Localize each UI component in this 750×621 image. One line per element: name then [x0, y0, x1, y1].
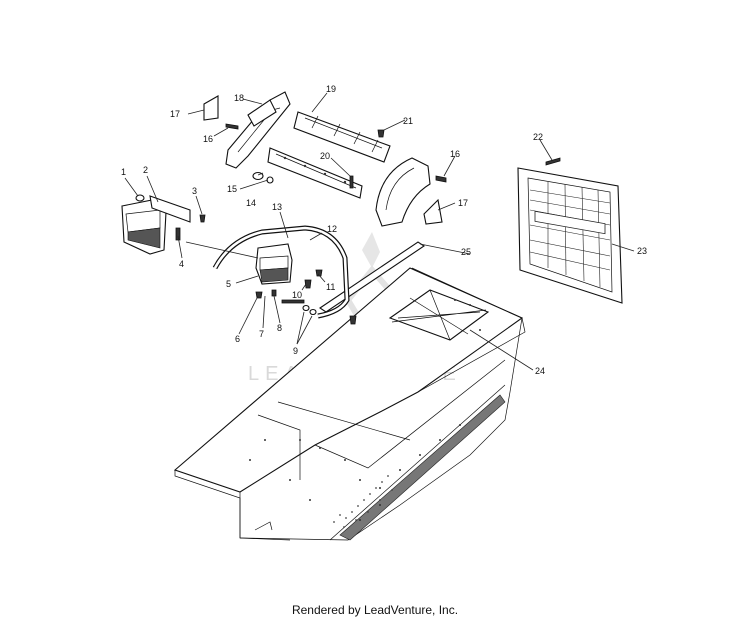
callout-17-right: 17	[458, 198, 468, 208]
callout-25: 25	[461, 247, 471, 257]
callout-23: 23	[637, 246, 647, 256]
callout-13: 13	[272, 202, 282, 212]
callout-17-left: 17	[170, 109, 180, 119]
callout-4: 4	[179, 259, 184, 269]
tunnel-chassis	[173, 267, 526, 541]
hardware	[175, 123, 561, 325]
callout-3: 3	[192, 186, 197, 196]
callout-11: 11	[326, 282, 335, 292]
callout-8: 8	[277, 323, 282, 333]
callout-7: 7	[259, 329, 264, 339]
callout-15: 15	[227, 184, 237, 194]
callout-24: 24	[535, 366, 545, 376]
callout-19: 19	[326, 84, 336, 94]
rear-bumper	[212, 225, 350, 319]
callout-10: 10	[292, 290, 302, 300]
callout-5: 5	[226, 279, 231, 289]
callout-12: 12	[327, 224, 337, 234]
callout-22: 22	[533, 132, 543, 142]
taillight-center	[255, 243, 293, 285]
rear-flap	[517, 167, 623, 304]
rear-bracket-left	[225, 91, 291, 169]
callout-21: 21	[403, 116, 413, 126]
leader-lines	[124, 92, 635, 371]
callout-16-left: 16	[203, 134, 213, 144]
callout-6: 6	[235, 334, 240, 344]
callout-labels: 1 2 3 4 5 6 7 8 9 10 11 12 13 14 15 16 1…	[121, 84, 647, 376]
callout-16-right: 16	[450, 149, 460, 159]
callout-14: 14	[246, 198, 256, 208]
rear-bracket-right	[375, 157, 431, 227]
footer-credit: Rendered by LeadVenture, Inc.	[291, 603, 459, 617]
pad-17-right	[423, 198, 443, 225]
callout-9: 9	[293, 346, 298, 356]
callout-1: 1	[121, 167, 126, 177]
pad-17-top	[203, 95, 219, 121]
rail-20	[267, 147, 363, 199]
callout-20: 20	[320, 151, 330, 161]
taillight-left	[121, 194, 191, 255]
callout-18: 18	[234, 93, 244, 103]
callout-2: 2	[143, 165, 148, 175]
rail-19	[293, 111, 391, 163]
